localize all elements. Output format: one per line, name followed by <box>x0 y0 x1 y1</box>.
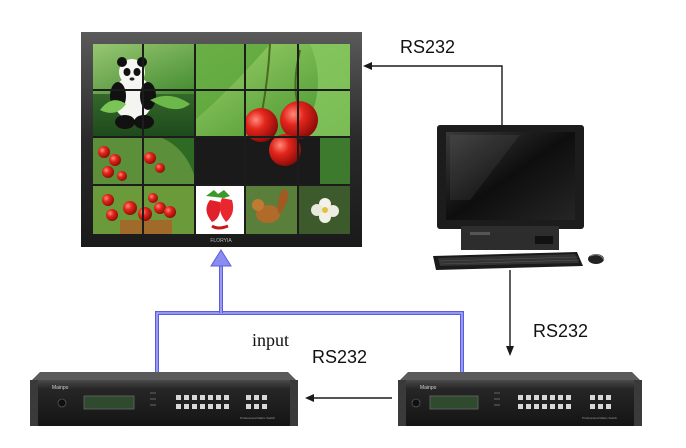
video-wall: FLORYIA <box>81 32 362 247</box>
power-button <box>411 398 421 408</box>
rs232-label-right: RS232 <box>533 321 588 341</box>
mouse-icon <box>588 254 604 264</box>
indicator-leds <box>150 392 156 406</box>
panel-caption: Professional Matrix Switch <box>582 416 618 420</box>
rs232-links <box>305 62 514 402</box>
squirrel-icon <box>252 188 289 223</box>
tile-grid <box>93 44 350 234</box>
rack-chassis <box>30 380 298 426</box>
control-buttons <box>518 395 611 409</box>
lcd-display <box>429 395 479 410</box>
rs232-label-top: RS232 <box>400 37 455 57</box>
rs232-label-bottom: RS232 <box>312 347 367 367</box>
flower-icon <box>311 198 339 223</box>
input-label: input <box>252 330 289 350</box>
control-buttons <box>176 395 267 409</box>
power-button <box>57 398 67 408</box>
lcd-display <box>83 395 135 410</box>
matrix-switcher-right: Mainpo Professional Matrix Switch <box>398 372 642 426</box>
leaf-icon <box>150 95 190 110</box>
device-brand: Mainpo <box>420 385 437 391</box>
strawberry-icon <box>206 190 234 230</box>
wall-brand: FLORYIA <box>210 238 232 244</box>
monitor-screen <box>446 132 575 220</box>
matrix-switcher-left: Mainpo Professional Matrix Switch <box>30 372 298 426</box>
panel-caption: Professional Matrix Switch <box>240 416 276 420</box>
indicator-leds <box>494 392 500 406</box>
keyboard-icon <box>433 252 583 270</box>
device-brand: Mainpo <box>52 385 69 391</box>
computer <box>433 125 605 270</box>
input-arrowhead <box>210 249 232 267</box>
rs232-arrow-pc-to-wall <box>372 65 503 125</box>
input-signal-path <box>155 249 464 372</box>
